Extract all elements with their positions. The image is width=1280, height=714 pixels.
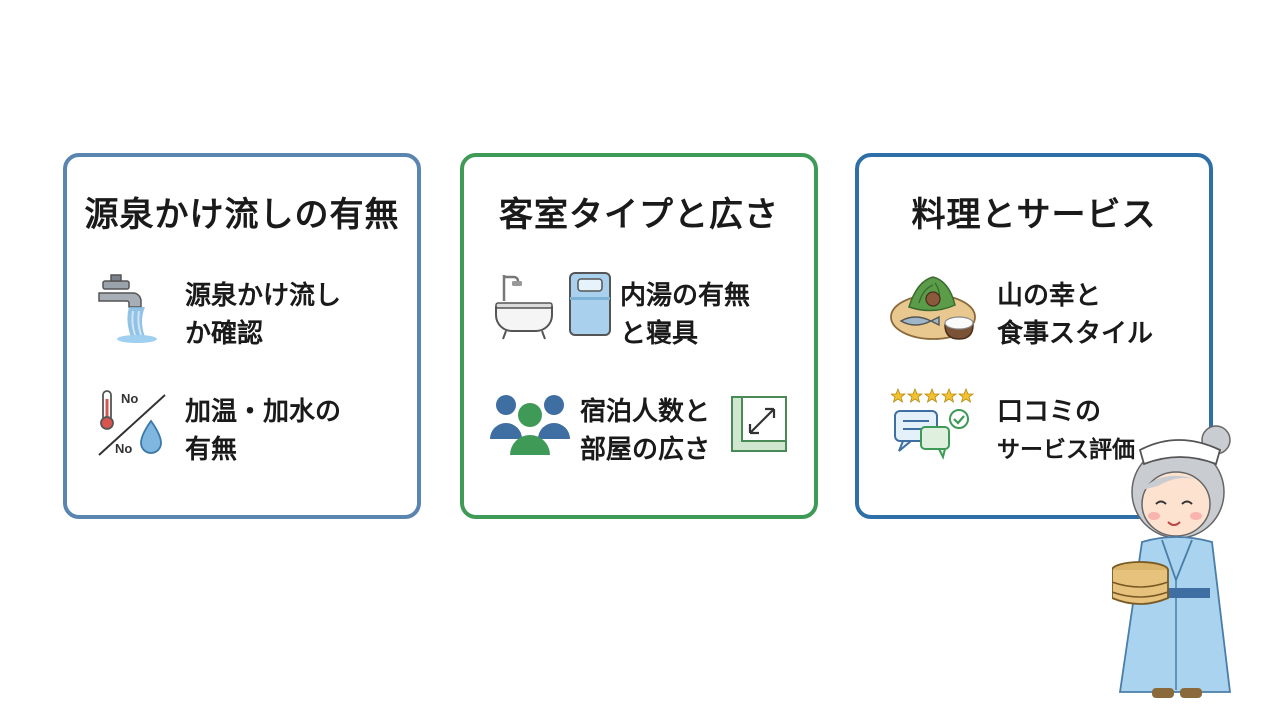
room-size-icon (731, 396, 787, 452)
badge-text: No (115, 441, 132, 456)
mountain-food-icon (890, 276, 976, 340)
list-item: 口コミの サービス評価 (859, 385, 1209, 475)
bathtub-bed-icon (495, 272, 611, 340)
list-item: No No 加温・加水の 有無 (67, 385, 417, 475)
item-label: サービス評価 (997, 437, 1135, 463)
item-label: 加温・加水の (185, 397, 342, 427)
list-item: 山の幸と 食事スタイル (859, 269, 1209, 359)
item-label: 源泉かけ流し (185, 281, 342, 311)
list-item: 内湯の有無 と寝具 (464, 269, 814, 359)
card-title: 源泉かけ流しの有無 (84, 195, 400, 235)
item-label: 食事スタイル (997, 319, 1154, 349)
card-room-type: 客室タイプと広さ 内湯の有無 と寝具 (460, 153, 818, 519)
item-label: 宿泊人数と (580, 397, 711, 427)
item-label: 部屋の広さ (580, 435, 711, 465)
faucet-icon (98, 274, 157, 343)
card-title: 料理とサービス (911, 195, 1157, 235)
item-label: 内湯の有無 (620, 281, 751, 311)
card-food-service: 料理とサービス 山の幸と 食事スタイル (855, 153, 1213, 519)
item-label: 有無 (185, 435, 238, 465)
card-title: 客室タイプと広さ (499, 195, 779, 235)
item-label: 口コミの (997, 397, 1102, 427)
card-hot-spring: 源泉かけ流しの有無 源泉かけ流し か確認 No No (63, 153, 421, 519)
people-icon (490, 395, 570, 455)
list-item: 源泉かけ流し か確認 (67, 269, 417, 359)
item-label: 山の幸と (997, 281, 1102, 311)
item-label: と寝具 (620, 319, 699, 349)
review-stars-icon (891, 387, 975, 460)
no-heat-no-water-icon: No No (98, 390, 166, 456)
onsen-character-illustration (1112, 425, 1232, 698)
list-item: 宿泊人数と 部屋の広さ (464, 385, 814, 475)
badge-text: No (121, 391, 138, 406)
item-label: か確認 (185, 319, 264, 349)
